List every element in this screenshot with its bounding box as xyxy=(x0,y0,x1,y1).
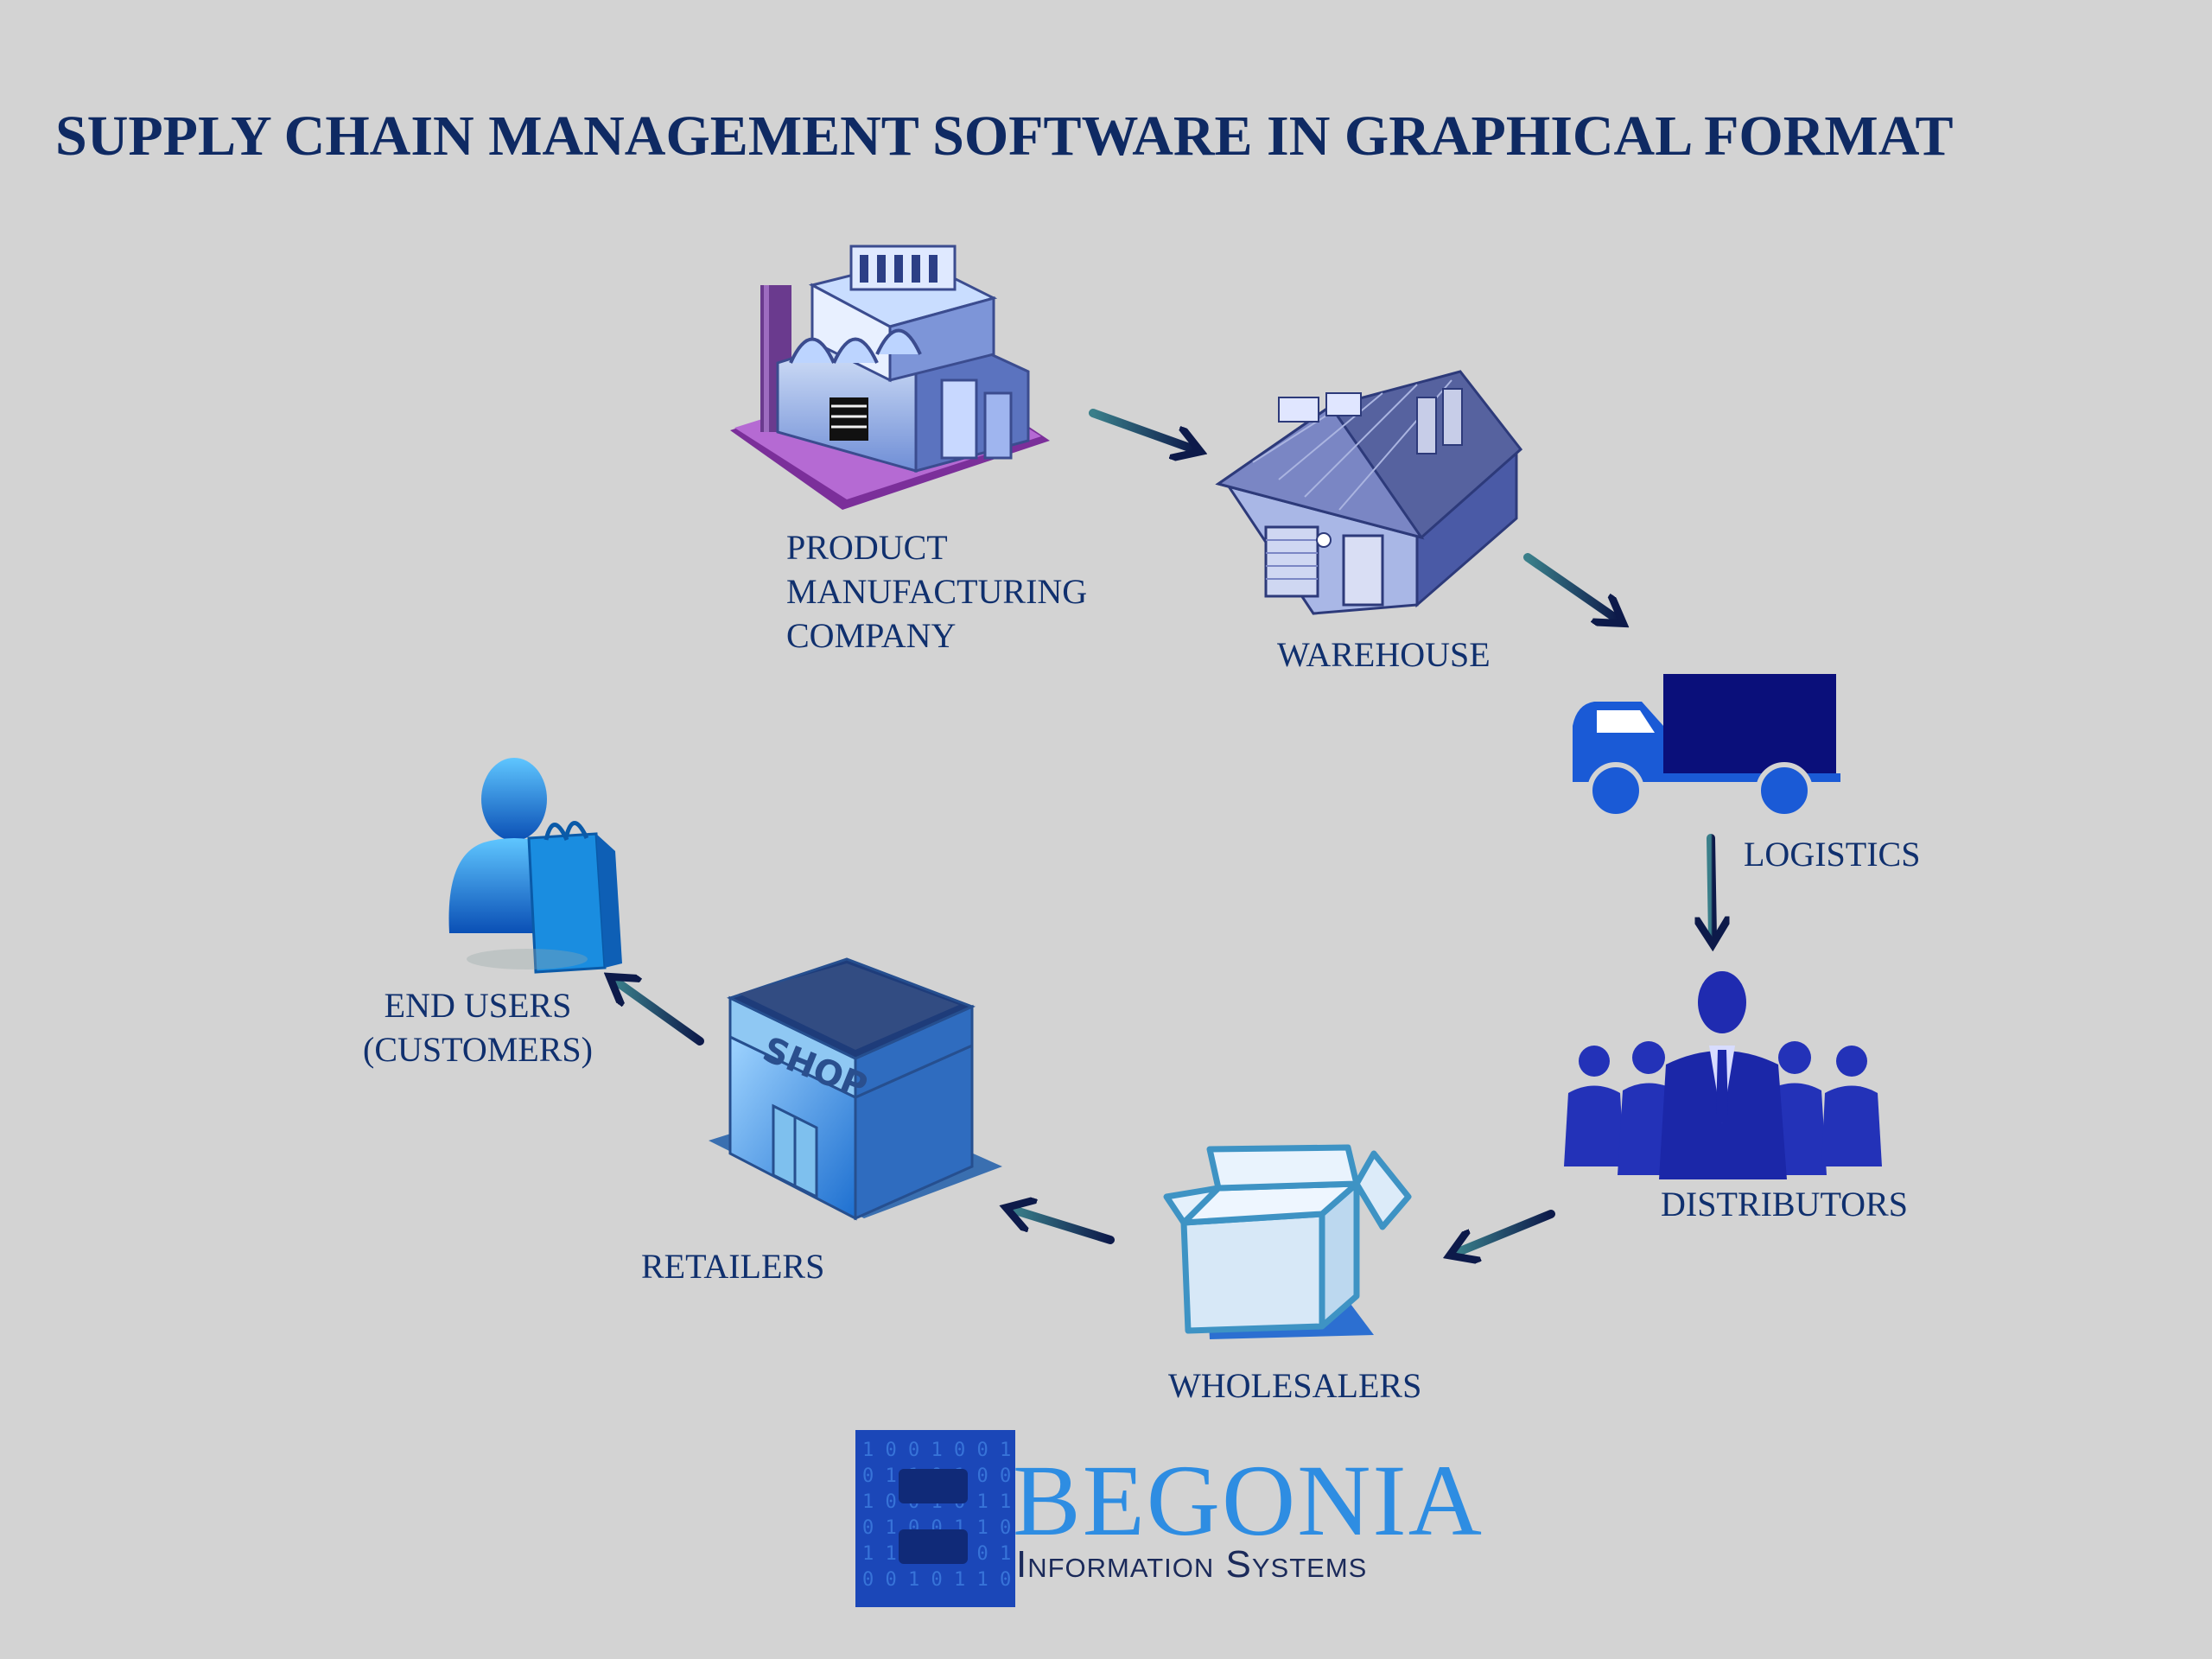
factory-icon xyxy=(730,246,1050,510)
arrow-wholesalers-to-retailers xyxy=(1013,1210,1110,1240)
people-group-icon xyxy=(1564,971,1882,1179)
warehouse-label: WAREHOUSE xyxy=(1277,632,1491,677)
retailers-label: RETAILERS xyxy=(641,1244,824,1288)
truck-icon xyxy=(1573,674,1840,817)
warehouse-icon xyxy=(1218,372,1521,613)
logo-name: BEGONIA xyxy=(1013,1450,1484,1552)
arrow-retailers-to-end-users xyxy=(615,981,700,1041)
shop-icon: SHOP xyxy=(709,959,1002,1218)
logo-tagline: Information Systems xyxy=(1016,1543,1367,1586)
shopper-icon xyxy=(449,758,623,972)
distributors-label: DISTRIBUTORS xyxy=(1661,1182,1908,1226)
arrow-logistics-to-distributors xyxy=(1711,838,1713,938)
svg-text:0 0 1 0 1 1 0: 0 0 1 0 1 1 0 xyxy=(862,1569,1011,1591)
svg-text:1 0 0 1 0 0 1: 1 0 0 1 0 0 1 xyxy=(862,1440,1011,1461)
arrow-manufacturer-to-warehouse xyxy=(1093,413,1194,449)
begonia-logo-mark: 1 0 0 1 0 0 1 0 1 1 0 1 0 0 1 0 0 1 0 1 … xyxy=(855,1430,1015,1607)
wholesalers-label: WHOLESALERS xyxy=(1168,1363,1421,1408)
end-users-label: END USERS (CUSTOMERS) xyxy=(344,983,612,1071)
arrow-distributors-to-wholesalers xyxy=(1456,1214,1551,1253)
manufacturer-label: PRODUCT MANUFACTURING COMPANY xyxy=(786,525,1087,658)
open-box-icon xyxy=(1166,1147,1408,1339)
arrow-warehouse-to-logistics xyxy=(1528,557,1618,620)
logistics-label: LOGISTICS xyxy=(1744,832,1920,876)
